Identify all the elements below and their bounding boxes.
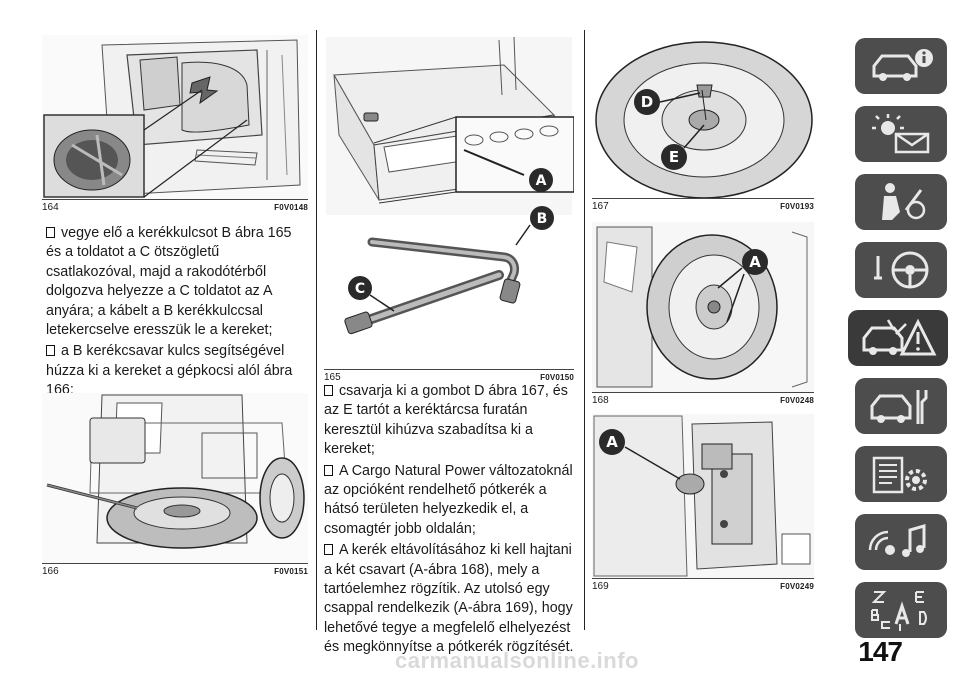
figure-166: 166 F0V0151 [42, 393, 308, 579]
alphabet-index-icon [871, 591, 927, 631]
figure-code: F0V0193 [780, 201, 814, 211]
figure-number: 167 [592, 200, 609, 212]
figure-168: A 168 F0V0248 [592, 222, 814, 407]
figure-caption: 164 F0V0148 [42, 199, 308, 214]
figure-number: 169 [592, 580, 609, 592]
steering-wheel-icon [874, 251, 929, 289]
figure-169: A 169 F0V0249 [592, 414, 814, 594]
label-b: B [537, 211, 548, 227]
airbag-seat-icon [882, 183, 926, 220]
instruction-item: a B kerékcsavar kulcs segítségével húzza… [46, 343, 293, 399]
breakdown-warning-icon [862, 318, 937, 356]
label-a: A [606, 433, 618, 451]
checkbox-bullet-icon [324, 464, 333, 476]
label-c: C [355, 281, 365, 297]
column-divider [584, 30, 585, 630]
tab-index[interactable] [855, 582, 947, 638]
checkbox-bullet-icon [46, 227, 55, 238]
multimedia-icon [868, 524, 926, 557]
figure-caption: 166 F0V0151 [42, 563, 308, 578]
instruction-item: A kerék eltávolításához ki kell hajtani … [324, 542, 574, 656]
figure-165: A B C 165 F0V0150 [324, 35, 574, 385]
tab-multimedia[interactable] [855, 514, 947, 570]
car-info-icon [872, 49, 933, 81]
figure-number: 166 [42, 565, 59, 577]
checkbox-bullet-icon [324, 385, 333, 396]
figure-code: F0V0249 [780, 581, 814, 591]
specs-gear-icon [872, 456, 927, 494]
figure-caption: 167 F0V0193 [592, 198, 814, 213]
figure-code: F0V0248 [780, 395, 814, 405]
figure-caption: 165 F0V0150 [324, 369, 574, 384]
left-column-text: vegye elő a kerékkulcsot B ábra 165 és a… [46, 224, 308, 403]
tab-car-info[interactable] [855, 38, 947, 94]
figure-caption: 168 F0V0248 [592, 392, 814, 407]
page-number: 147 [858, 636, 903, 667]
instruction-item: csavarja ki a gombot D ábra 167, és az E… [324, 383, 568, 458]
figure-number: 164 [42, 201, 59, 213]
tab-car-tools[interactable] [855, 378, 947, 434]
figure-code: F0V0151 [274, 566, 308, 576]
figure-167: D E 167 F0V0193 [592, 35, 814, 213]
tab-warning-lights[interactable] [855, 106, 947, 162]
tab-airbag-seat[interactable] [855, 174, 947, 230]
figure-code: F0V0150 [540, 372, 574, 382]
figure-number: 168 [592, 394, 609, 406]
middle-column-text: csavarja ki a gombot D ábra 167, és az E… [324, 382, 576, 660]
instruction-item: A Cargo Natural Power változatoknál az o… [324, 462, 573, 537]
instruction-item: vegye elő a kerékkulcsot B ábra 165 és a… [46, 225, 292, 339]
figure-caption: 169 F0V0249 [592, 578, 814, 593]
figure-code: F0V0148 [274, 202, 308, 212]
tab-steering-wheel[interactable] [855, 242, 947, 298]
label-e: E [669, 148, 679, 166]
warning-lights-icon [872, 114, 930, 154]
figure-number: 165 [324, 371, 341, 383]
column-divider [316, 30, 317, 630]
watermark: carmanualsonline.info [395, 648, 639, 673]
label-a: A [536, 173, 547, 189]
checkbox-bullet-icon [46, 345, 55, 357]
tab-breakdown[interactable] [848, 310, 948, 366]
car-tools-icon [870, 390, 928, 424]
checkbox-bullet-icon [324, 544, 333, 556]
figure-164: 164 F0V0148 [42, 35, 308, 215]
tab-specs[interactable] [855, 446, 947, 502]
label-a: A [749, 253, 761, 271]
label-d: D [641, 93, 653, 111]
